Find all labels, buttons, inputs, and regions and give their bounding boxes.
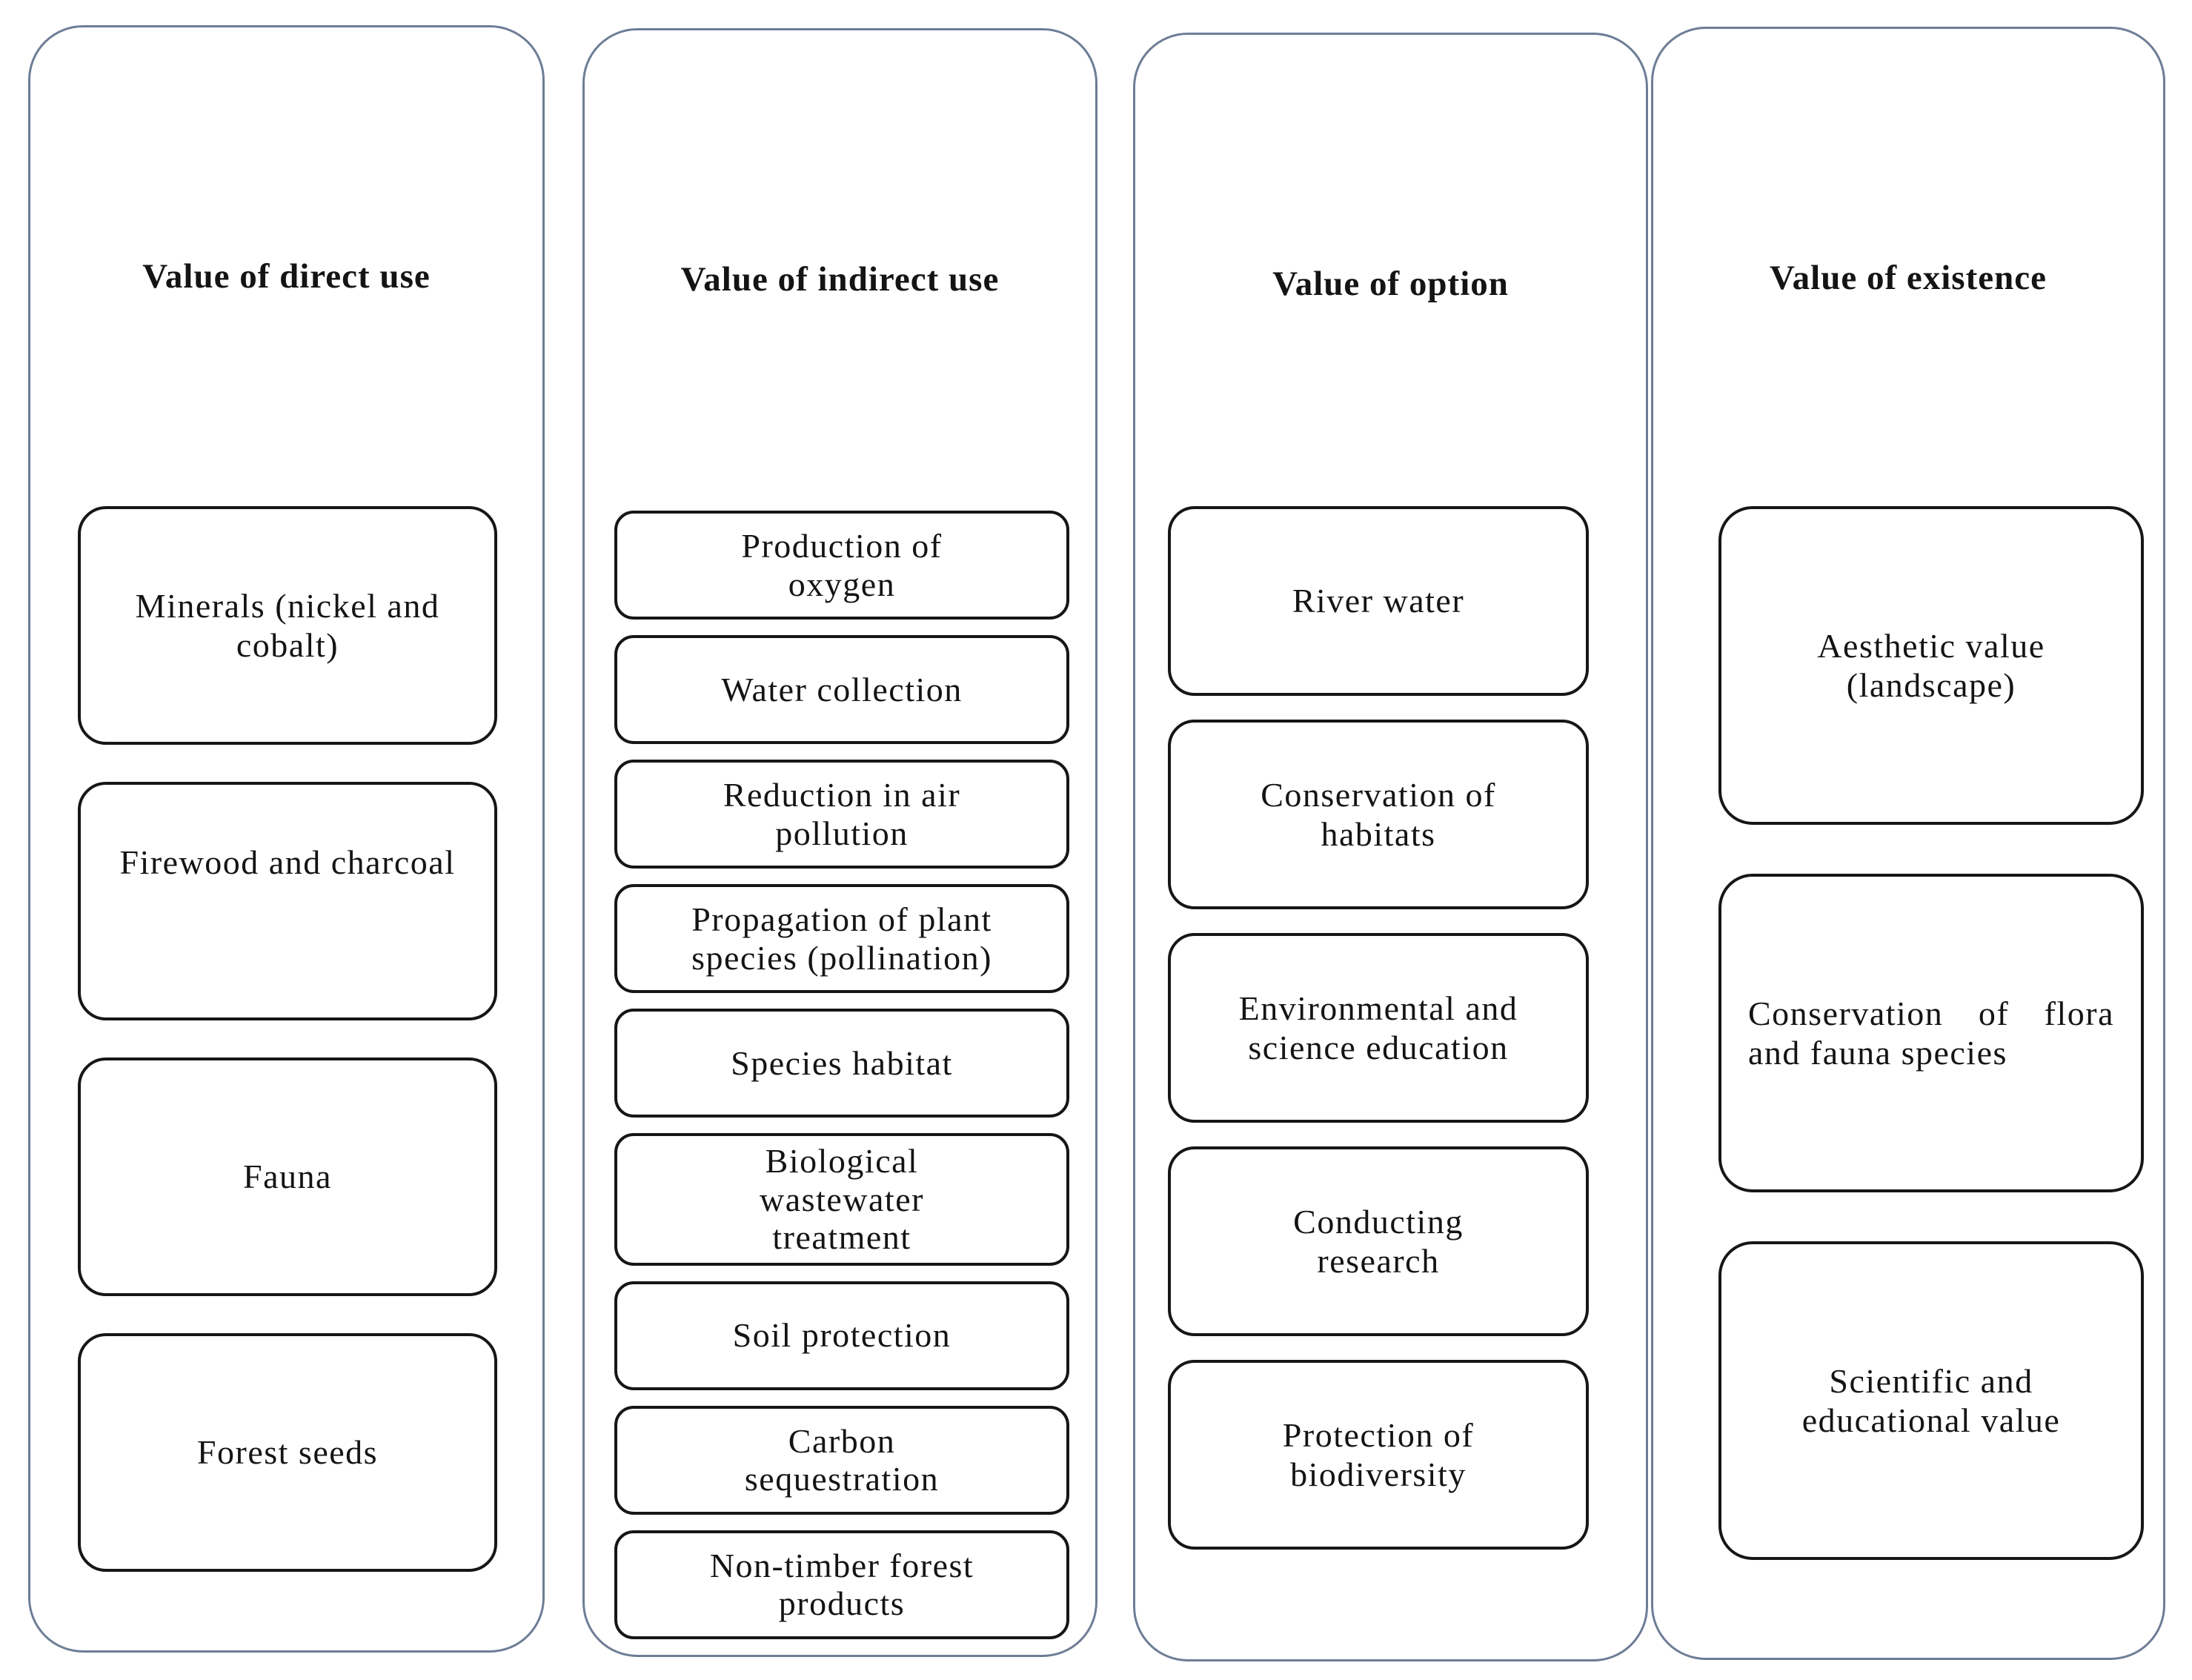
value-box-reduction-in-air-pollution: Reduction in air pollution — [614, 760, 1069, 869]
value-box-carbon-sequestration: Carbon sequestration — [614, 1405, 1069, 1515]
value-box-production-of-oxygen: Production of oxygen — [614, 511, 1069, 620]
value-box-label: Protection of biodiversity — [1282, 1415, 1475, 1493]
value-box-label: Biological wastewater treatment — [760, 1142, 924, 1257]
panel-title-value-of-option: Value of option — [1272, 265, 1509, 303]
value-box-firewood-and-charcoal: Firewood and charcoal — [78, 782, 497, 1020]
value-box-label: Species habitat — [731, 1043, 953, 1082]
value-box-label: Minerals (nickel and cobalt) — [135, 586, 440, 664]
value-box-fauna: Fauna — [78, 1058, 497, 1296]
value-box-stack: Aesthetic value (landscape) Conservation … — [1718, 506, 2144, 1560]
value-box-label: Conservation of habitats — [1261, 775, 1496, 853]
value-box-scientific-and-educational-value: Scientific and educational value — [1718, 1241, 2144, 1560]
value-box-label: River water — [1292, 582, 1465, 620]
value-box-label: Aesthetic value (landscape) — [1817, 626, 2045, 704]
value-box-propagation-of-plant-species-pollination: Propagation of plant species (pollinatio… — [614, 884, 1069, 993]
panel-title-value-of-direct-use: Value of direct use — [142, 257, 431, 296]
value-box-label: Scientific and educational value — [1801, 1361, 2061, 1439]
value-box-label: Forest seeds — [196, 1433, 379, 1472]
value-box-conservation-of-habitats: Conservation of habitats — [1168, 720, 1589, 909]
value-box-non-timber-forest-products: Non-timber forest products — [614, 1530, 1069, 1639]
value-box-label: Carbon sequestration — [744, 1421, 940, 1498]
value-box-species-habitat: Species habitat — [614, 1009, 1069, 1118]
value-box-aesthetic-value-landscape: Aesthetic value (landscape) — [1718, 506, 2144, 825]
value-box-minerals-nickel-and-cobalt: Minerals (nickel and cobalt) — [78, 506, 497, 745]
value-box-label: Non-timber forest products — [709, 1546, 974, 1623]
value-box-label: Water collection — [721, 670, 963, 708]
value-box-biological-wastewater-treatment: Biological wastewater treatment — [614, 1133, 1069, 1266]
value-box-label: Reduction in air pollution — [723, 775, 961, 852]
value-box-label: Fauna — [243, 1158, 332, 1196]
value-box-label: Conservation of flora and fauna species — [1748, 994, 2114, 1072]
value-box-soil-protection: Soil protection — [614, 1281, 1069, 1390]
value-box-river-water: River water — [1168, 506, 1589, 696]
value-box-label: Environmental and science education — [1238, 989, 1518, 1066]
value-box-label: Production of oxygen — [741, 526, 943, 603]
value-box-conducting-research: Conducting research — [1168, 1146, 1589, 1336]
value-box-label: Propagation of plant species (pollinatio… — [691, 900, 992, 977]
value-box-forest-seeds: Forest seeds — [78, 1333, 497, 1572]
panel-title-value-of-existence: Value of existence — [1770, 259, 2047, 297]
value-box-protection-of-biodiversity: Protection of biodiversity — [1168, 1360, 1589, 1550]
value-box-stack: Minerals (nickel and cobalt) Firewood and… — [78, 506, 497, 1572]
value-box-water-collection: Water collection — [614, 635, 1069, 744]
value-box-label: Soil protection — [732, 1316, 951, 1355]
value-box-environmental-and-science-education: Environmental and science education — [1168, 933, 1589, 1123]
value-box-label: Firewood and charcoal — [119, 843, 456, 881]
value-box-label: Conducting research — [1293, 1202, 1464, 1280]
panel-title-value-of-indirect-use: Value of indirect use — [680, 260, 1000, 299]
value-box-conservation-of-flora-and-fauna-species: Conservation of flora and fauna species — [1718, 874, 2144, 1192]
